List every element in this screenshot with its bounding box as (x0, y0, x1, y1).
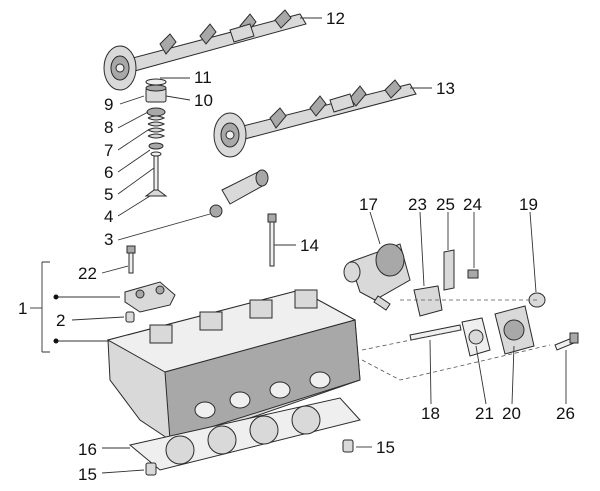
callout-20: 20 (502, 404, 521, 423)
cylinder-head (106, 289, 361, 441)
callout-18: 18 (421, 404, 440, 423)
callout-7: 7 (104, 141, 113, 160)
callout-19: 19 (519, 195, 538, 214)
bracket-25 (443, 249, 455, 291)
callout-9: 9 (104, 95, 113, 114)
callout-4: 4 (104, 207, 113, 226)
callout-12: 12 (326, 9, 345, 28)
intake-camshaft (103, 9, 307, 91)
callout-15: 15 (376, 438, 395, 457)
callout-10: 10 (194, 91, 213, 110)
dowel-sleeve-15a (342, 439, 354, 453)
group-bullet (53, 294, 59, 300)
callout-3: 3 (104, 230, 113, 249)
camshaft-sensor-housing (343, 243, 411, 311)
bearing-bracket (124, 281, 176, 313)
callout-15: 15 (78, 465, 97, 484)
callout-16: 16 (78, 440, 97, 459)
small-bolt (126, 245, 136, 274)
stud-18 (409, 324, 462, 341)
callout-23: 23 (408, 195, 427, 214)
flange-20 (494, 305, 535, 355)
dowel-sleeve (125, 311, 135, 323)
screw-24 (467, 269, 479, 279)
bolt-26 (554, 332, 579, 351)
head-bolt (267, 213, 277, 267)
callout-24: 24 (463, 195, 482, 214)
callout-labels: 12 13 11 10 9 8 7 6 5 4 3 14 22 1 2 16 1… (18, 9, 575, 484)
callout-6: 6 (104, 163, 113, 182)
plate-23 (413, 285, 443, 317)
rocker-lifter (209, 169, 269, 218)
dowel-sleeve-15b (145, 462, 157, 476)
callout-2: 2 (56, 311, 65, 330)
valve-train-stack (144, 78, 168, 197)
head-gasket (128, 397, 361, 471)
callout-8: 8 (104, 118, 113, 137)
callout-5: 5 (104, 185, 113, 204)
group-bullet (53, 338, 59, 344)
callout-25: 25 (436, 195, 455, 214)
callout-11: 11 (194, 68, 212, 87)
exhaust-camshaft (213, 79, 417, 158)
callout-13: 13 (436, 79, 455, 98)
callout-14: 14 (300, 236, 319, 255)
callout-17: 17 (359, 195, 378, 214)
callout-21: 21 (475, 404, 494, 423)
callout-22: 22 (78, 264, 97, 283)
callout-26: 26 (556, 404, 575, 423)
gasket-21 (461, 317, 491, 357)
leader-lines (30, 17, 567, 474)
callout-1: 1 (18, 299, 27, 318)
